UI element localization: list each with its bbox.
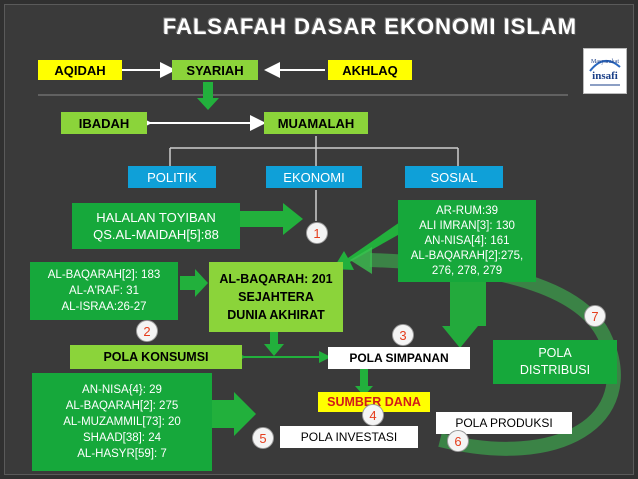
slide-title: FALSAFAH DASAR EKONOMI ISLAM (162, 14, 578, 39)
number-3-badge: 3 (392, 324, 414, 346)
number-5-badge: 5 (252, 427, 274, 449)
halalan-line-1: HALALAN TOYIBAN (96, 210, 216, 225)
ar-rum-line-3: AN-NISA[4]: 161 (424, 234, 510, 247)
arrow-syariah-down (197, 82, 219, 110)
investasi-ref-line-4: SHAAD[38]: 24 (83, 432, 161, 444)
investasi-refs-box: AN-NISA{4}: 29 AL-BAQARAH[2]: 275 AL-MUZ… (32, 373, 212, 471)
arrow-arrum-center-body (333, 222, 405, 270)
syariah-box: SYARIAH (172, 60, 258, 80)
pola-investasi-box: POLA INVESTASI (280, 426, 418, 448)
halalan-toyiban-box: HALALAN TOYIBAN QS.AL-MAIDAH[5]:88 (72, 203, 240, 249)
distribusi-line-2: DISTRIBUSI (519, 363, 591, 377)
aqidah-box: AQIDAH (38, 60, 122, 80)
ar-rum-line-5: 276, 278, 279 (431, 264, 503, 277)
konsumsi-ref-line-3: AL-ISRAA:26-27 (61, 301, 147, 313)
arrow-simpanan-sumber (355, 369, 373, 396)
investasi-ref-line-2: AL-BAQARAH[2]: 275 (65, 400, 179, 412)
konsumsi-ref-line-1: AL-BAQARAH[2]: 183 (47, 269, 161, 281)
investasi-ref-line-3: AL-MUZAMMIL[73]: 20 (63, 416, 181, 428)
number-1-badge: 1 (306, 222, 328, 244)
pola-konsumsi-box: POLA KONSUMSI (70, 345, 242, 369)
muamalah-box: MUAMALAH (264, 112, 368, 134)
logo-icon: Masyarakat insafi (586, 51, 624, 91)
sosial-box: SOSIAL (405, 166, 503, 188)
arrow-halalan (240, 203, 303, 235)
sumber-dana-box: SUMBER DANA (318, 392, 430, 412)
ar-rum-line-2: ALI IMRAN[3]: 130 (419, 219, 515, 232)
ar-rum-box: AR-RUM:39 ALI IMRAN[3]: 130 AN-NISA[4]: … (398, 200, 536, 282)
center-goal-box: AL-BAQARAH: 201 SEJAHTERA DUNIA AKHIRAT (209, 262, 343, 332)
loop-arrow-head (350, 247, 372, 274)
investasi-ref-line-5: AL-HASYR[59]: 7 (77, 448, 167, 460)
arrow-konsumsi-center (180, 269, 208, 297)
arrow-arrum-simpanan (442, 280, 486, 348)
number-4-badge: 4 (362, 404, 384, 426)
pola-distribusi-box: POLA DISTRIBUSI (493, 340, 617, 384)
tree-lines (169, 136, 459, 166)
number-7-badge: 7 (584, 305, 606, 327)
arrow-annisa-investasi (212, 392, 256, 436)
ar-rum-line-4: AL-BAQARAH[2]:275, (410, 249, 524, 262)
svg-text:Masyarakat: Masyarakat (591, 59, 619, 65)
svg-text:insafi: insafi (592, 70, 618, 82)
politik-box: POLITIK (128, 166, 216, 188)
center-line-2: SEJAHTERA (238, 290, 314, 304)
konsumsi-refs-box: AL-BAQARAH[2]: 183 AL-A'RAF: 31 AL-ISRAA… (30, 262, 178, 320)
insafi-logo: Masyarakat insafi (583, 48, 627, 94)
center-line-3: DUNIA AKHIRAT (227, 308, 325, 322)
ar-rum-line-1: AR-RUM:39 (436, 204, 498, 217)
konsumsi-ref-line-2: AL-A'RAF: 31 (69, 285, 139, 297)
number-2-badge: 2 (136, 320, 158, 342)
ibadah-box: IBADAH (61, 112, 147, 134)
ekonomi-box: EKONOMI (266, 166, 362, 188)
halalan-line-2: QS.AL-MAIDAH[5]:88 (93, 227, 219, 242)
center-line-1: AL-BAQARAH: 201 (219, 272, 333, 286)
distribusi-line-1: POLA (538, 346, 572, 360)
investasi-ref-line-1: AN-NISA{4}: 29 (82, 384, 162, 396)
number-6-badge: 6 (447, 430, 469, 452)
arrow-center-down (264, 332, 284, 356)
akhlaq-box: AKHLAQ (328, 60, 412, 80)
pola-simpanan-box: POLA SIMPANAN (328, 347, 470, 369)
pola-produksi-box: POLA PRODUKSI (436, 412, 572, 434)
